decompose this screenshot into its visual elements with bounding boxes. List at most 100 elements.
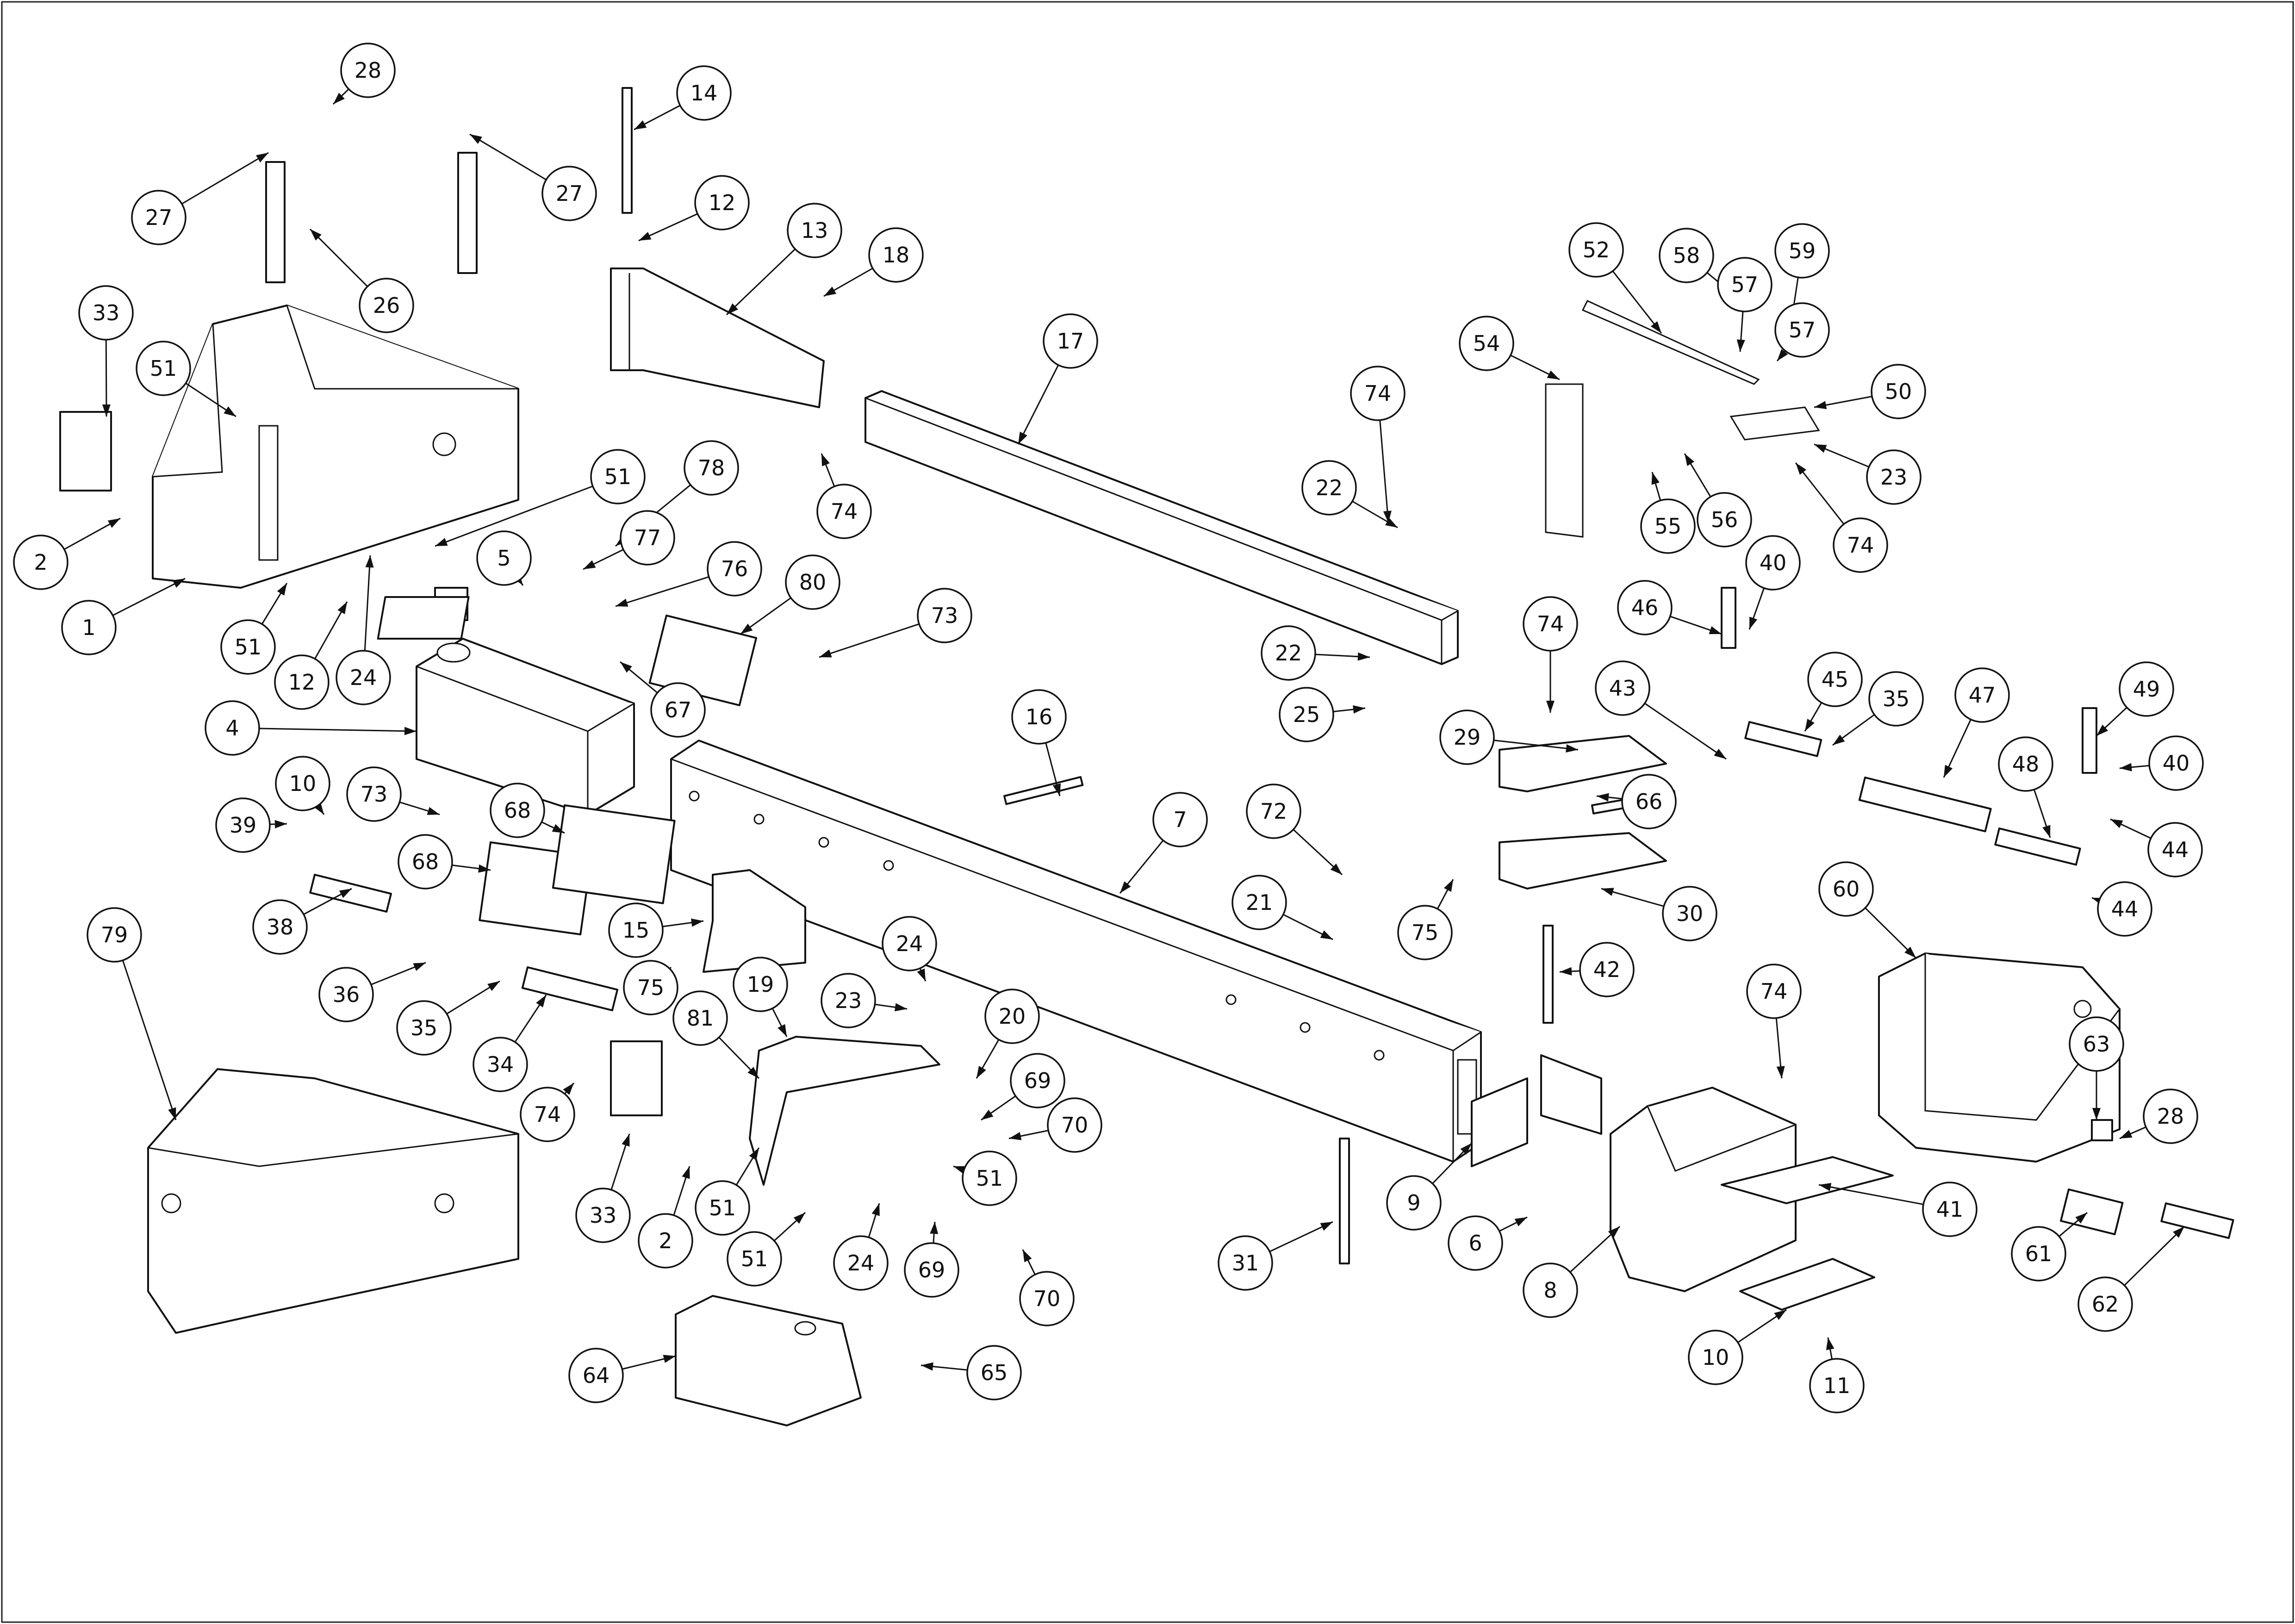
callout-number: 24 (847, 1251, 875, 1276)
leader-line (1017, 365, 1059, 445)
callout-balloon: 55 (1640, 498, 1696, 554)
callout-circle (821, 973, 876, 1028)
leader-arrowhead (921, 1362, 933, 1371)
callout-number: 26 (373, 293, 400, 318)
callout-balloon: 30 (1662, 886, 1717, 941)
leader-arrowhead (2110, 819, 2123, 828)
callout-number: 68 (412, 849, 439, 874)
leader-arrowhead (976, 1065, 986, 1078)
callout-number: 73 (361, 782, 388, 807)
part-shaft-34 (521, 966, 619, 1012)
leader-arrowhead (1944, 765, 1953, 778)
leader-arrowhead (1776, 1066, 1785, 1078)
callout-circle (476, 530, 532, 586)
callout-circle (131, 190, 187, 245)
callout-balloon: 24 (336, 650, 391, 705)
callout-circle (1774, 223, 1830, 279)
callout-circle (1640, 498, 1696, 554)
callout-circle (1301, 460, 1357, 516)
callout-circle (1807, 652, 1863, 707)
callout-balloon: 52 (1568, 222, 1624, 278)
callout-number: 78 (698, 455, 725, 480)
callout-balloon: 24 (833, 1235, 889, 1291)
callout-number: 55 (1654, 514, 1682, 539)
callout-balloon: 51 (136, 341, 191, 396)
callout-balloon: 18 (868, 227, 924, 283)
leader-arrowhead (871, 1203, 880, 1216)
callout-balloon: 77 (620, 510, 675, 566)
leader-arrowhead (1736, 339, 1745, 352)
callout-circle (1397, 905, 1453, 960)
callout-circle (1871, 364, 1926, 419)
callout-balloon: 22 (1261, 625, 1316, 681)
callout-circle (984, 989, 1040, 1044)
leader-line (259, 728, 417, 732)
leader-arrowhead (536, 995, 546, 1008)
callout-number: 61 (2025, 1241, 2052, 1266)
leader-arrowhead (1796, 463, 1807, 475)
leader-arrowhead (1546, 701, 1555, 713)
callout-balloon: 75 (1397, 905, 1453, 960)
callout-number: 74 (1537, 611, 1564, 636)
callout-number: 75 (637, 975, 665, 1000)
callout-circle (590, 449, 646, 504)
part-long-tube-17 (865, 390, 1459, 665)
part-shaft-47 (1858, 777, 1992, 833)
callout-balloon: 69 (1010, 1053, 1065, 1108)
callout-circle (520, 1087, 575, 1142)
callout-number: 18 (883, 243, 910, 268)
callout-circle (275, 756, 330, 811)
leader-line (112, 578, 186, 616)
leader-arrowhead (894, 1003, 907, 1012)
part-bracket-8 (1610, 1087, 1797, 1292)
callout-circle (1231, 875, 1287, 930)
callout-number: 44 (2111, 896, 2139, 921)
callout-circle (1152, 792, 1208, 847)
callout-number: 11 (1823, 1373, 1851, 1398)
part-plate-30 (1499, 832, 1667, 890)
callout-number: 30 (1676, 901, 1704, 926)
callout-number: 66 (1636, 789, 1663, 814)
part-bracket-tube-4 (416, 638, 635, 815)
callout-number: 2 (659, 1228, 672, 1253)
callout-number: 31 (1232, 1251, 1259, 1276)
leader-line (615, 576, 709, 607)
part-pin-61 (2060, 1188, 2124, 1235)
callout-circle (1448, 1215, 1503, 1271)
leader-arrowhead (691, 918, 703, 927)
leader-arrowhead (168, 1107, 176, 1120)
callout-circle (1954, 667, 2010, 723)
callout-balloon: 27 (541, 166, 597, 221)
callout-balloon: 31 (1218, 1235, 1273, 1291)
callout-number: 80 (799, 570, 827, 595)
callout-number: 47 (1969, 683, 1996, 708)
callout-circle (2143, 1089, 2198, 1144)
part-pin-46 (1721, 587, 1736, 649)
callout-balloon: 74 (1746, 964, 1802, 1019)
callout-balloon: 46 (1617, 580, 1673, 635)
callout-number: 27 (145, 205, 173, 230)
part-plate-68b (552, 804, 676, 904)
leader-arrowhead (413, 963, 426, 971)
leader-arrowhead (310, 229, 322, 241)
callout-balloon: 64 (568, 1348, 624, 1403)
callout-circle (1279, 687, 1334, 742)
part-shaft-45 (1744, 721, 1822, 757)
callout-balloon: 16 (1011, 689, 1067, 745)
leader-arrowhead (1749, 616, 1758, 629)
leader-arrowhead (981, 1109, 994, 1120)
callout-circle (1459, 316, 1514, 371)
callout-number: 40 (1760, 550, 1787, 575)
leader-arrowhead (487, 981, 500, 991)
leader-arrowhead (1330, 863, 1342, 875)
callout-circle (2119, 661, 2174, 717)
leader-arrowhead (1009, 1132, 1022, 1140)
callout-circle (1350, 366, 1406, 421)
callout-number: 39 (230, 813, 257, 838)
leader-arrowhead (1709, 626, 1722, 635)
leader-line (1379, 420, 1389, 523)
part-plate-41 (1721, 1156, 1894, 1204)
callout-balloon: 80 (785, 554, 840, 610)
leader-arrowhead (224, 406, 236, 417)
callout-circle (1523, 1263, 1578, 1318)
